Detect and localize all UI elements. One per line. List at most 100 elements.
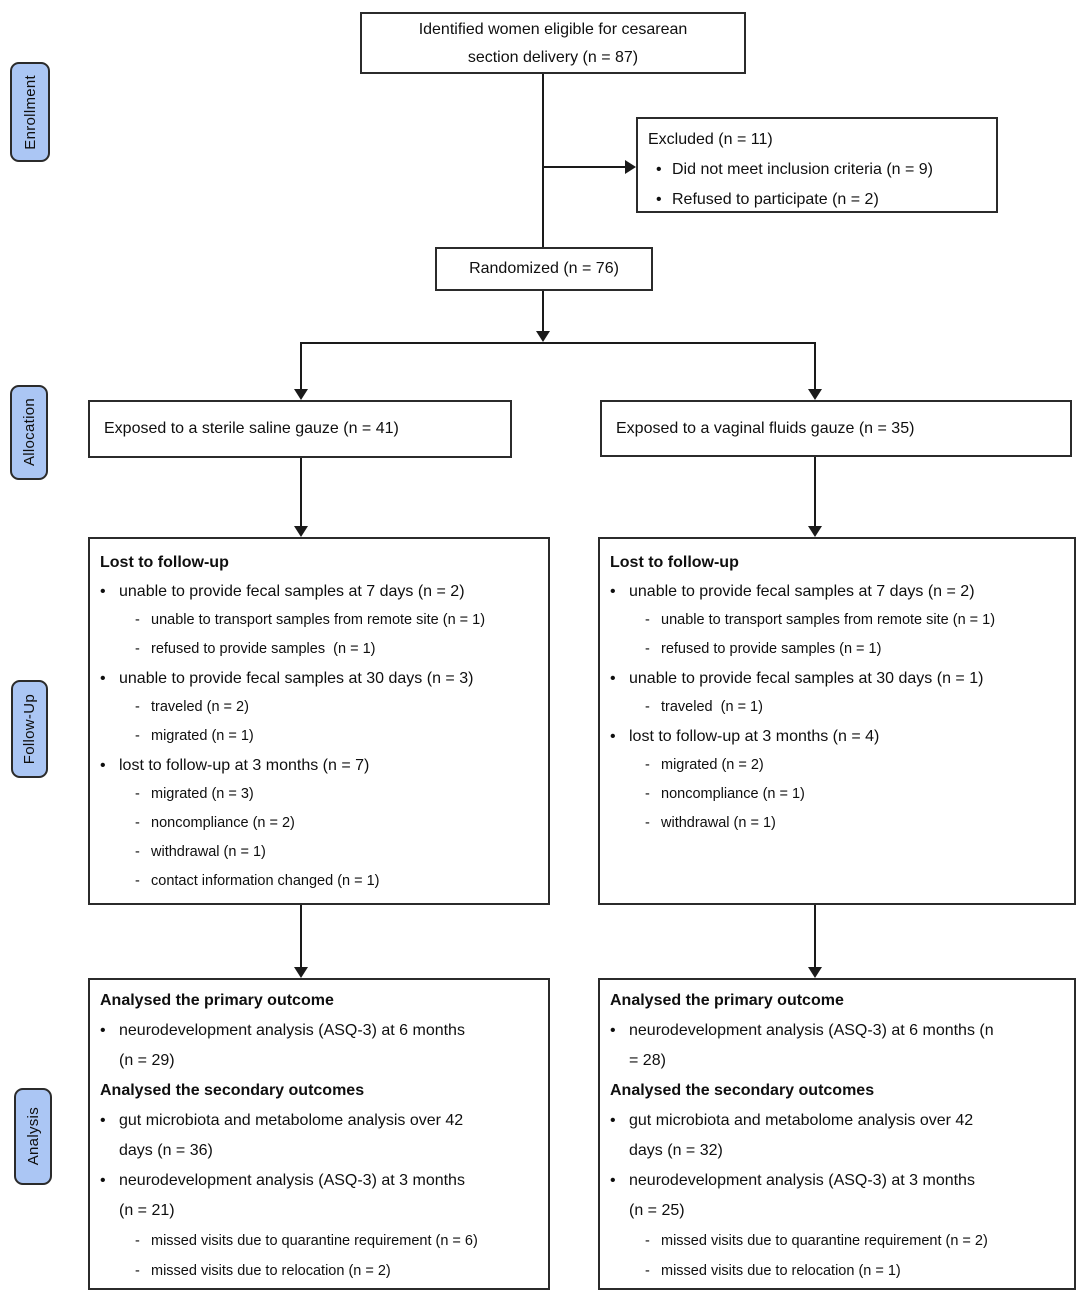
list-item-text: noncompliance (n = 1)	[661, 786, 805, 802]
arrowhead-vaginal-followup-icon	[808, 526, 822, 537]
connector-vaginal-to-analysis	[814, 904, 816, 968]
dash-marker: -	[645, 786, 650, 802]
vaginal-followup-list: Lost to follow-up•unable to provide feca…	[610, 548, 1066, 838]
list-item-text: neurodevelopment analysis (ASQ-3) at 6 m…	[119, 1022, 465, 1069]
dash-marker: -	[135, 873, 140, 889]
connector-randomized-to-split	[542, 290, 544, 332]
arrowhead-excluded-icon	[625, 160, 636, 174]
list-item: •neurodevelopment analysis (ASQ-3) at 6 …	[100, 1016, 540, 1076]
connector-split-to-vaginal	[814, 342, 816, 390]
arrowhead-saline-followup-icon	[294, 526, 308, 537]
list-item-text: traveled (n = 1)	[661, 699, 763, 715]
arrowhead-vaginal-analysis-icon	[808, 967, 822, 978]
list-item-text: neurodevelopment analysis (ASQ-3) at 3 m…	[629, 1172, 975, 1219]
list-item: •unable to provide fecal samples at 7 da…	[610, 577, 1066, 606]
list-item: •neurodevelopment analysis (ASQ-3) at 3 …	[100, 1166, 540, 1226]
stage-label-enrollment-text: Enrollment	[21, 74, 39, 150]
list-item: •gut microbiota and metabolome analysis …	[100, 1106, 540, 1166]
dash-marker: -	[645, 1263, 650, 1279]
stage-label-enrollment: Enrollment	[10, 62, 50, 162]
list-item: -noncompliance (n = 2)	[100, 809, 540, 838]
saline-followup-list: Lost to follow-up•unable to provide feca…	[100, 548, 540, 896]
connector-vaginal-to-followup	[814, 457, 816, 527]
list-item-text: withdrawal (n = 1)	[661, 815, 776, 831]
dash-marker: -	[135, 786, 140, 802]
randomized-box: Randomized (n = 76)	[435, 247, 653, 291]
connector-eligible-to-randomized	[542, 74, 544, 248]
vaginal-analysis-list: Analysed the primary outcome • neurodevelo…	[610, 986, 1066, 1286]
dash-marker: -	[135, 699, 140, 715]
dash-marker: -	[645, 699, 650, 715]
vaginal-allocation-box: Exposed to a vaginal fluids gauze (n = 3…	[600, 400, 1072, 457]
box-heading: Analysed the primary outcome	[610, 992, 844, 1009]
bullet-marker: •	[100, 1112, 106, 1129]
dash-marker: -	[645, 1233, 650, 1249]
eligible-box: Identified women eligible for cesarean s…	[360, 12, 746, 74]
list-item: •lost to follow-up at 3 months (n = 4)	[610, 722, 1066, 751]
arrowhead-vaginal-allocation-icon	[808, 389, 822, 400]
list-item: • neurodevelopment analysis (ASQ-3) at 3 …	[610, 1166, 1066, 1226]
list-item-text: Refused to participate (n = 2)	[672, 191, 879, 208]
vaginal-allocation-text: Exposed to a vaginal fluids gauze (n = 3…	[616, 419, 915, 437]
arrowhead-split-icon	[536, 331, 550, 342]
list-item: -unable to transport samples from remote…	[100, 606, 540, 635]
bullet-marker: •	[610, 1112, 616, 1129]
list-item-text: missed visits due to relocation (n = 1)	[661, 1263, 901, 1279]
list-item-text: missed visits due to quarantine requirem…	[151, 1233, 478, 1249]
connector-saline-to-followup	[300, 458, 302, 527]
list-item-text: refused to provide samples (n = 1)	[661, 641, 882, 657]
stage-label-analysis: Analysis	[14, 1088, 52, 1185]
box-heading: Lost to follow-up	[100, 554, 229, 571]
excluded-box-title: Excluded (n = 11)	[648, 131, 773, 148]
vaginal-analysis-box: Analysed the primary outcome • neurodevelo…	[598, 978, 1076, 1290]
list-item: -contact information changed (n = 1)	[100, 867, 540, 896]
list-item: •unable to provide fecal samples at 30 d…	[610, 664, 1066, 693]
bullet-marker: •	[100, 583, 106, 600]
dash-marker: -	[645, 815, 650, 831]
list-item-text: migrated (n = 1)	[151, 728, 254, 744]
connector-saline-to-analysis	[300, 904, 302, 968]
list-item: -missed visits due to relocation (n = 2)	[100, 1256, 540, 1286]
list-item-text: unable to provide fecal samples at 30 da…	[119, 670, 474, 687]
bullet-marker: •	[656, 161, 662, 178]
list-item: -refused to provide samples (n = 1)	[610, 635, 1066, 664]
saline-followup-box: Lost to follow-up•unable to provide feca…	[88, 537, 550, 905]
list-item: •lost to follow-up at 3 months (n = 7)	[100, 751, 540, 780]
connector-split-to-saline	[300, 342, 302, 390]
list-item-text: noncompliance (n = 2)	[151, 815, 295, 831]
list-item: -noncompliance (n = 1)	[610, 780, 1066, 809]
bullet-marker: •	[610, 1172, 616, 1189]
dash-marker: -	[645, 757, 650, 773]
saline-analysis-box: Analysed the primary outcome•neurodevelo…	[88, 978, 550, 1290]
list-item-text: Did not meet inclusion criteria (n = 9)	[672, 161, 933, 178]
dash-marker: -	[135, 1263, 140, 1279]
bullet-marker: •	[610, 1022, 616, 1039]
arrowhead-saline-allocation-icon	[294, 389, 308, 400]
dash-marker: -	[135, 612, 140, 628]
list-item-text: gut microbiota and metabolome analysis o…	[629, 1112, 974, 1159]
dash-marker: -	[135, 728, 140, 744]
dash-marker: -	[135, 844, 140, 860]
list-item: -missed visits due to relocation (n = 1)	[610, 1256, 1066, 1286]
dash-marker: -	[645, 612, 650, 628]
stage-label-follow-up: Follow-Up	[11, 680, 48, 778]
list-item: -migrated (n = 1)	[100, 722, 540, 751]
list-item: -withdrawal (n = 1)	[100, 838, 540, 867]
list-item-text: unable to provide fecal samples at 7 day…	[629, 583, 975, 600]
list-item-text: lost to follow-up at 3 months (n = 4)	[629, 728, 880, 745]
list-item-text: lost to follow-up at 3 months (n = 7)	[119, 757, 370, 774]
list-item: -missed visits due to quarantine require…	[610, 1226, 1066, 1256]
list-item: • Did not meet inclusion criteria (n = 9)	[648, 155, 988, 185]
list-item: •unable to provide fecal samples at 30 d…	[100, 664, 540, 693]
list-item-text: neurodevelopment analysis (ASQ-3) at 6 m…	[629, 1022, 994, 1069]
list-item: -unable to transport samples from remote…	[610, 606, 1066, 635]
list-item-text: unable to provide fecal samples at 30 da…	[629, 670, 984, 687]
list-item: -refused to provide samples (n = 1)	[100, 635, 540, 664]
list-item-text: unable to transport samples from remote …	[151, 612, 486, 628]
list-item-text: unable to provide fecal samples at 7 day…	[119, 583, 465, 600]
list-item-text: withdrawal (n = 1)	[151, 844, 266, 860]
vaginal-followup-box: Lost to follow-up•unable to provide feca…	[598, 537, 1076, 905]
bullet-marker: •	[100, 1172, 106, 1189]
bullet-marker: •	[656, 191, 662, 208]
box-heading: Analysed the secondary outcomes	[100, 1082, 365, 1099]
